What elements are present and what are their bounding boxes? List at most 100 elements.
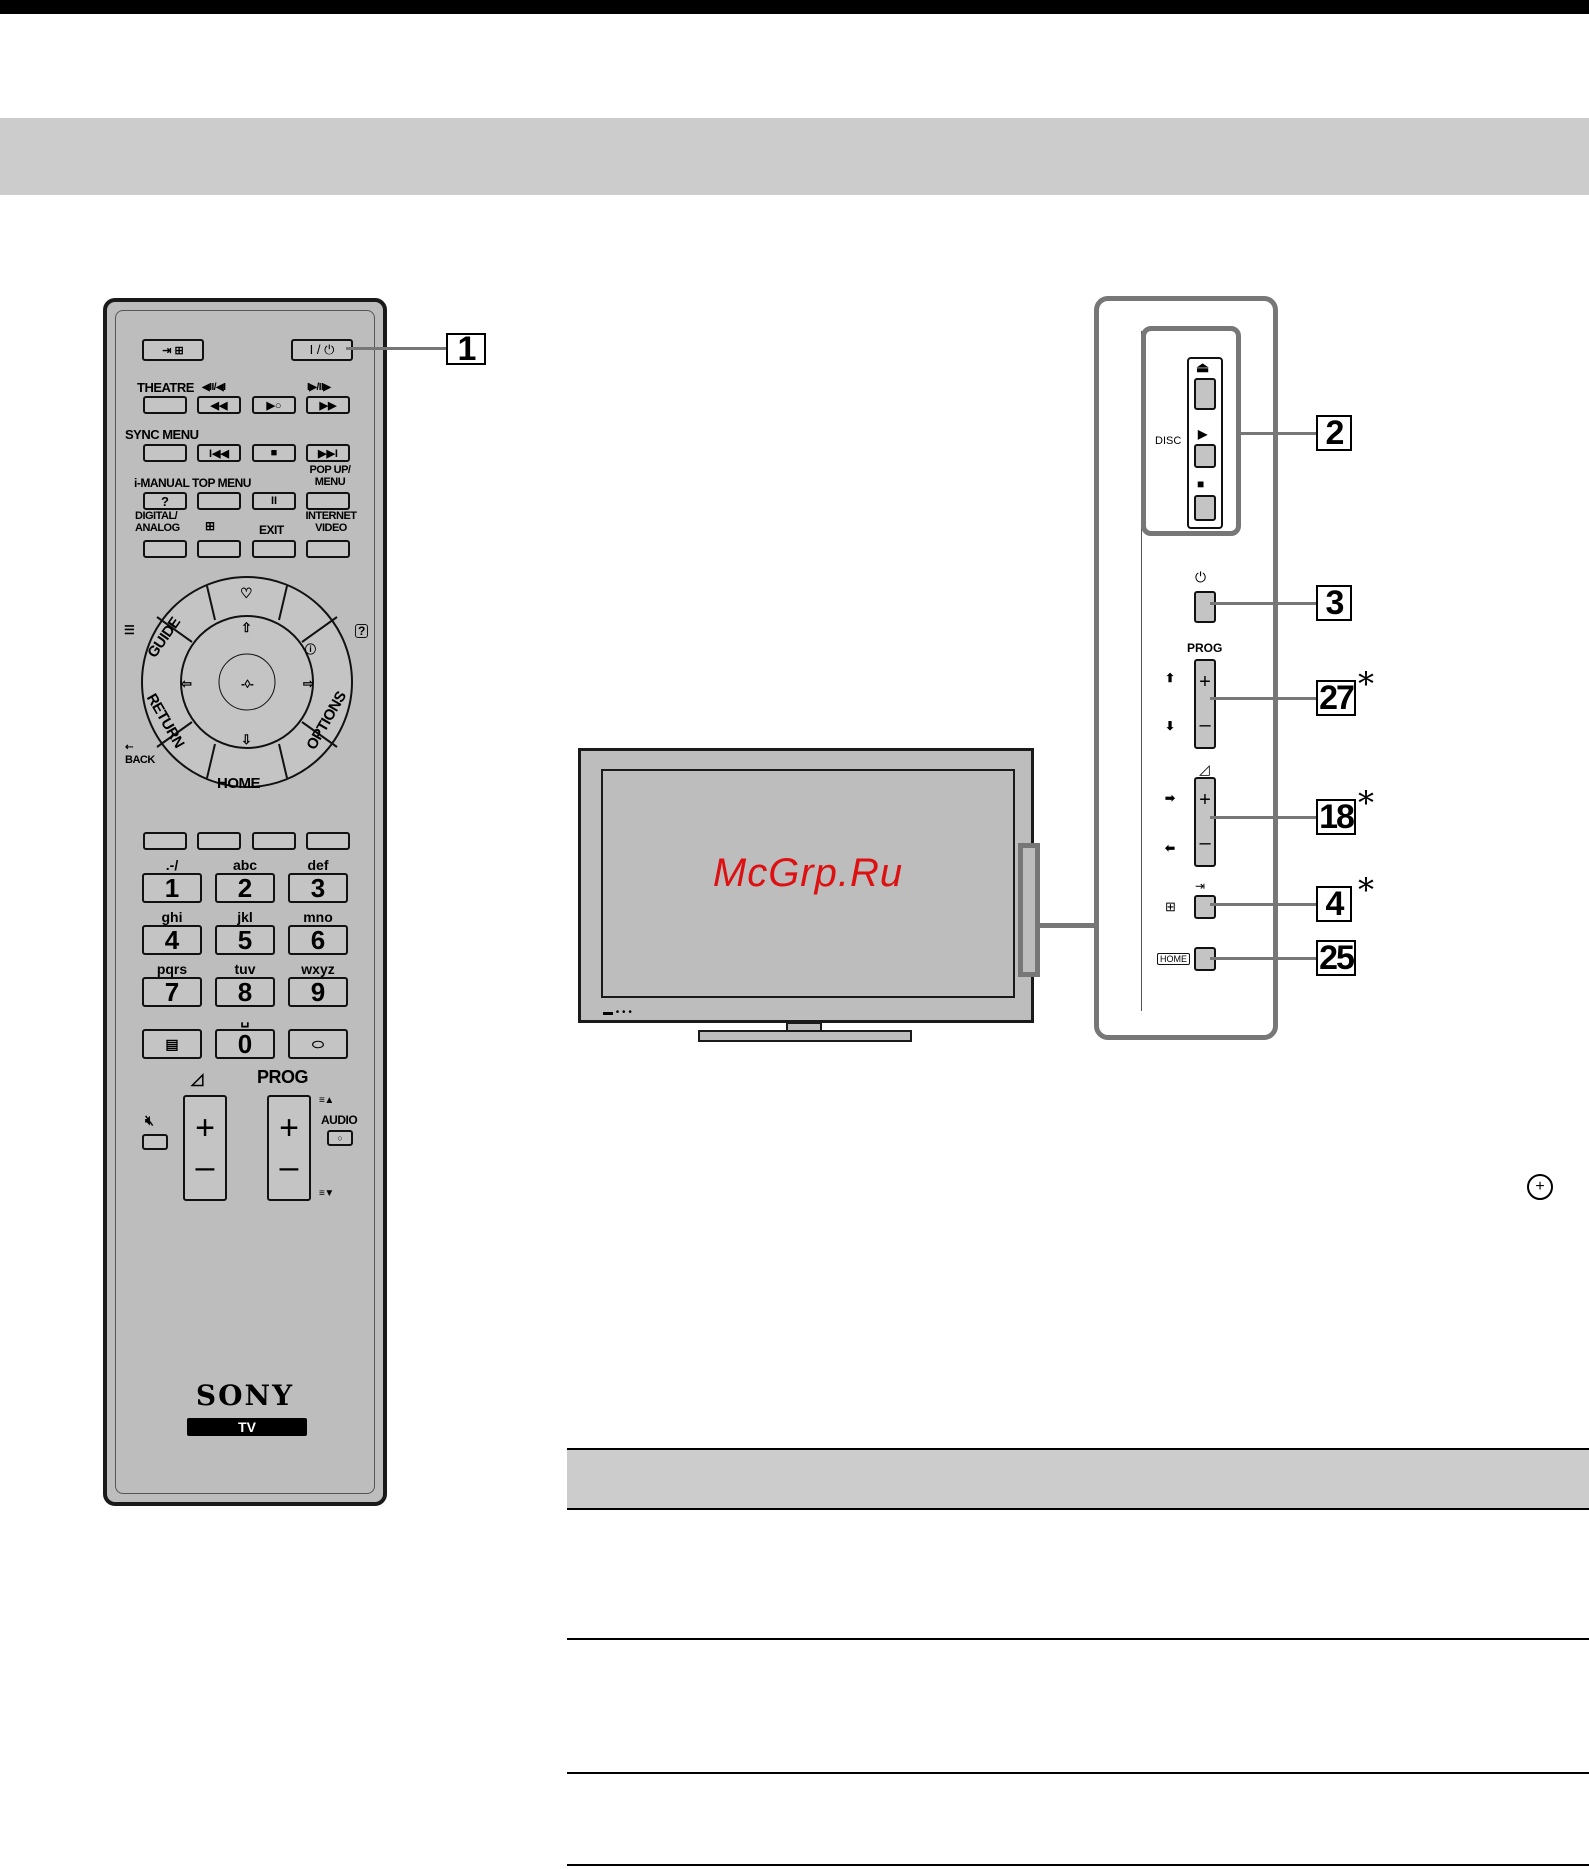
screen-format-icon: ⊞ xyxy=(205,519,215,533)
panel-edge xyxy=(1141,331,1142,1011)
teletext-button[interactable]: ▤ xyxy=(142,1029,202,1059)
down-arrow-icon[interactable]: ⇩ xyxy=(241,732,252,747)
panel-home-label: HOME xyxy=(1157,953,1190,965)
key-8[interactable]: 8 xyxy=(215,977,275,1007)
green-button[interactable] xyxy=(197,832,241,850)
internet-video-button[interactable] xyxy=(306,540,350,558)
mute-icon: 🔇︎ xyxy=(145,1112,154,1128)
sony-logo: SONY xyxy=(195,1379,295,1412)
remote-bezel xyxy=(115,310,375,1494)
disc-play-button[interactable] xyxy=(1194,444,1216,468)
navigation-ring xyxy=(141,576,353,788)
enter-icon[interactable]: -◊- xyxy=(241,677,254,691)
prog-minus[interactable]: – xyxy=(279,1148,299,1186)
top-menu-button[interactable] xyxy=(197,492,241,510)
i-manual-label: i-MANUAL xyxy=(134,476,190,490)
audio-label: AUDIO xyxy=(321,1113,358,1127)
section-banner xyxy=(0,118,1589,195)
previous-button[interactable]: I◀◀ xyxy=(197,444,241,462)
exit-button[interactable] xyxy=(252,540,296,558)
panel-volume-minus[interactable]: – xyxy=(1199,832,1211,854)
help-icon[interactable]: ? xyxy=(355,624,368,638)
right-icon: ➡ xyxy=(1165,791,1176,805)
next-frame-label: I▶/II▶ xyxy=(307,382,331,393)
callout-18: 18 xyxy=(1316,798,1356,836)
prog-up-icon: ≡▲ xyxy=(319,1095,334,1106)
key-4[interactable]: 4 xyxy=(142,925,202,955)
down-icon: ⬇ xyxy=(1165,719,1176,733)
panel-prog-minus[interactable]: – xyxy=(1199,714,1211,736)
stop-button[interactable]: ■ xyxy=(252,444,296,462)
pop-up-menu-button[interactable] xyxy=(306,492,350,510)
panel-input-button[interactable] xyxy=(1194,895,1216,919)
exit-label: EXIT xyxy=(259,523,284,537)
prog-label: PROG xyxy=(257,1067,309,1087)
tv-side-highlight xyxy=(1018,843,1040,977)
input-select-button[interactable]: ⇥ ⊞ xyxy=(142,339,204,361)
key-1[interactable]: 1 xyxy=(142,873,202,903)
key-5[interactable]: 5 xyxy=(215,925,275,955)
i-manual-button[interactable]: ? xyxy=(143,492,187,510)
right-arrow-icon[interactable]: ⇨ xyxy=(303,676,314,691)
sync-menu-button[interactable] xyxy=(143,444,187,462)
panel-prog-plus[interactable]: + xyxy=(1199,671,1211,693)
key-2[interactable]: 2 xyxy=(215,873,275,903)
fast-forward-button[interactable]: ▶▶ xyxy=(306,396,350,414)
callout-4-leader xyxy=(1210,903,1316,906)
audio-button[interactable]: ○ xyxy=(327,1130,353,1146)
key-8-sub: tuv xyxy=(234,961,256,977)
tv-indicators: ▬ • • • xyxy=(603,1007,632,1018)
key-4-sub: ghi xyxy=(161,909,183,925)
blue-button[interactable] xyxy=(306,832,350,850)
prog-rocker[interactable]: + – xyxy=(267,1095,311,1201)
mute-button[interactable] xyxy=(142,1134,168,1150)
callout-3: 3 xyxy=(1316,584,1352,622)
panel-prog-rocker[interactable]: + – xyxy=(1194,659,1216,749)
red-button[interactable] xyxy=(143,832,187,850)
yellow-button[interactable] xyxy=(252,832,296,850)
eject-button[interactable] xyxy=(1194,378,1216,410)
play-button[interactable]: ▶○ xyxy=(252,396,296,414)
callout-4: 4 xyxy=(1316,885,1352,923)
prog-plus[interactable]: + xyxy=(279,1109,299,1147)
subtitle-button[interactable]: ⬭ xyxy=(288,1029,348,1059)
volume-minus[interactable]: – xyxy=(195,1148,215,1186)
sync-menu-label: SYNC MENU xyxy=(125,427,199,442)
left-arrow-icon[interactable]: ⇦ xyxy=(181,676,192,691)
back-arrow-icon: ⇠ xyxy=(125,742,133,753)
rewind-button[interactable]: ◀◀ xyxy=(197,396,241,414)
key-3[interactable]: 3 xyxy=(288,873,348,903)
callout-1: 1 xyxy=(446,330,486,368)
key-7[interactable]: 7 xyxy=(142,977,202,1007)
panel-volume-plus[interactable]: + xyxy=(1199,789,1211,811)
home-button[interactable]: HOME xyxy=(217,775,261,792)
key-9[interactable]: 9 xyxy=(288,977,348,1007)
favorites-icon[interactable]: ♡ xyxy=(240,585,253,601)
screen-format-button[interactable] xyxy=(197,540,241,558)
top-menu-label: TOP MENU xyxy=(192,476,251,490)
next-button[interactable]: ▶▶I xyxy=(306,444,350,462)
table-row-divider xyxy=(567,1772,1589,1774)
panel-volume-rocker[interactable]: + – xyxy=(1194,777,1216,867)
volume-rocker[interactable]: + – xyxy=(183,1095,227,1201)
info-icon[interactable]: ⓘ xyxy=(305,644,316,656)
digital-analog-button[interactable] xyxy=(143,540,187,558)
callout-18-leader xyxy=(1210,816,1316,819)
power-button[interactable]: I / ⏻ xyxy=(291,339,353,361)
disc-stop-button[interactable] xyxy=(1194,495,1216,521)
eject-icon: ⏏ xyxy=(1196,359,1210,375)
pop-up-menu-label: POP UP/ MENU xyxy=(309,464,351,488)
panel-volume-icon: ◿ xyxy=(1199,761,1210,777)
theatre-button[interactable] xyxy=(143,396,187,414)
up-arrow-icon[interactable]: ⇧ xyxy=(241,620,252,635)
pause-button[interactable]: II xyxy=(252,492,296,510)
panel-power-button[interactable] xyxy=(1194,591,1216,623)
disc-label: DISC xyxy=(1155,435,1182,447)
zoom-connector xyxy=(1040,923,1098,928)
watermark-text: McGrp.Ru xyxy=(712,851,904,895)
tv-stand xyxy=(698,1030,912,1042)
key-6[interactable]: 6 xyxy=(288,925,348,955)
volume-plus[interactable]: + xyxy=(195,1109,215,1147)
key-0[interactable]: 0 xyxy=(215,1029,275,1059)
callout-27-leader xyxy=(1210,697,1316,700)
